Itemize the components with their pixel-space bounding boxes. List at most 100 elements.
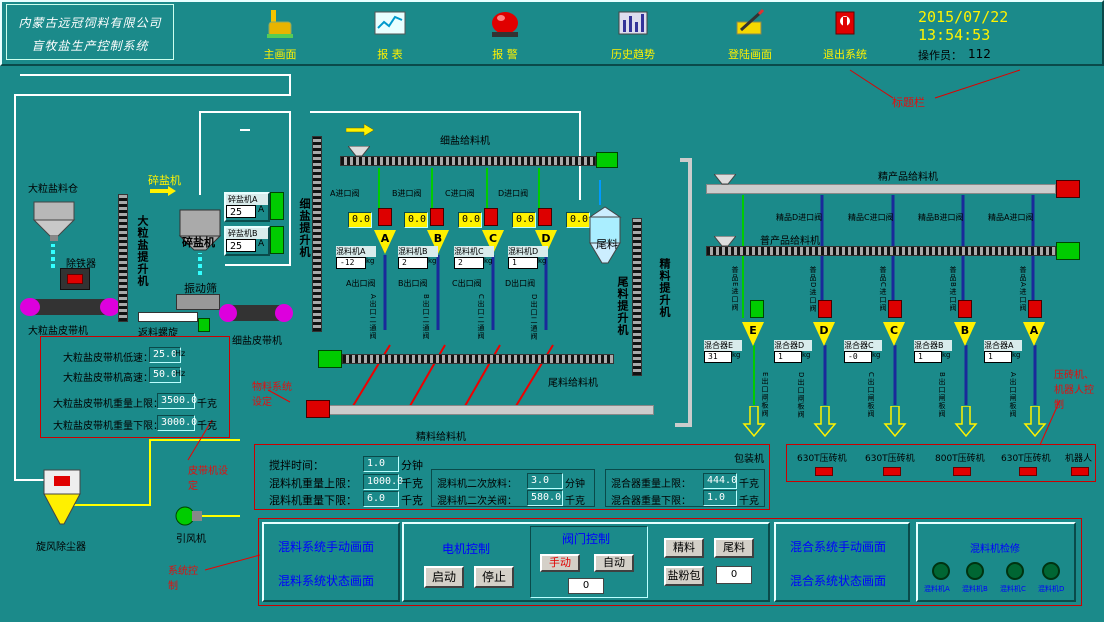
press-3-indicator[interactable] [953, 467, 971, 476]
belt-upper-value[interactable]: 3500.0 [157, 393, 197, 409]
outlet-b: B出口闸板阀 [938, 372, 946, 418]
check-a-indicator[interactable] [932, 562, 950, 580]
inlet-valve-b-label: B进口阀 [392, 189, 422, 198]
iron-remover [60, 268, 90, 290]
return-screw [138, 312, 198, 322]
blender-a-motor[interactable] [1028, 300, 1042, 318]
blender-c[interactable]: C [883, 322, 905, 346]
motor-b[interactable] [430, 208, 444, 226]
arrow-right-icon-2 [346, 124, 374, 136]
mixer-lower-value[interactable]: 6.0 [363, 491, 399, 507]
tail-feeder-conveyor [342, 354, 614, 364]
mixer-upper-value[interactable]: 1000.0 [363, 474, 403, 490]
salt-pack-button[interactable]: 盐粉包 [664, 566, 704, 586]
common-product-feeder-label: 普产品给料机 [760, 236, 820, 247]
outlet-d: D出口闸板阀 [797, 372, 805, 419]
outlet-valve-c-label: C出口阀 [452, 279, 482, 288]
blend-manual-link[interactable]: 混合系统手动画面 [790, 540, 887, 554]
mix-manual-link[interactable]: 混料系统手动画面 [278, 540, 375, 554]
blender-upper-value[interactable]: 444.0 [703, 473, 737, 489]
report-button[interactable]: 报 表 [360, 8, 420, 62]
fine-feeder-motor-2[interactable] [306, 400, 330, 418]
blender-lower-value[interactable]: 1.0 [703, 490, 737, 506]
crusher-a-motor[interactable] [270, 192, 284, 220]
feed-arrow-2 [198, 253, 202, 275]
fine-inlet-c: 精品C进口阀 [848, 213, 894, 222]
common-product-feeder [706, 246, 1056, 256]
auto-button[interactable]: 自动 [594, 554, 634, 572]
exit-system-button[interactable]: 退出系统 [810, 8, 880, 62]
tail-bin-label: 尾料 [596, 238, 618, 251]
crusher-b-motor[interactable] [270, 226, 284, 254]
low-speed-value[interactable]: 25.0 [149, 347, 181, 363]
mix-system-box [262, 522, 400, 602]
motor-c[interactable] [484, 208, 498, 226]
main-screen-button[interactable]: 主画面 [250, 8, 310, 62]
manual-button[interactable]: 手动 [540, 554, 580, 572]
crusher-a-current: 25 [226, 205, 256, 218]
company-name: 内蒙古远冠饲料有限公司 [18, 16, 162, 30]
blender-e[interactable]: E [742, 322, 764, 346]
press-4-indicator[interactable] [1019, 467, 1037, 476]
alarm-button[interactable]: 报 警 [475, 8, 535, 62]
fine-inlet-a: 精品A进口阀 [988, 213, 1034, 222]
motor-a[interactable] [378, 208, 392, 226]
blender-b[interactable]: B [954, 322, 976, 346]
check-c-label: 混料机C [1000, 585, 1026, 593]
press-2-indicator[interactable] [883, 467, 901, 476]
robot-indicator[interactable] [1071, 467, 1089, 476]
fine-salt-feeder-label: 细盐给料机 [440, 136, 490, 147]
second-feed-value[interactable]: 3.0 [527, 473, 563, 489]
report-chart-icon [374, 11, 406, 35]
screw-motor[interactable] [198, 318, 210, 332]
second-close-value[interactable]: 580.0 [527, 490, 563, 506]
blender-d[interactable]: D [813, 322, 835, 346]
mix-status-link[interactable]: 混料系统状态画面 [278, 574, 375, 588]
check-a-label: 混料机A [924, 585, 950, 593]
large-salt-belt-label: 大粒盐皮带机 [28, 326, 88, 337]
start-button[interactable]: 启动 [424, 566, 464, 588]
hopper-icon-2 [714, 174, 736, 185]
packer-label: 包装机 [734, 454, 764, 465]
outlet-valve-d-label: D出口阀 [505, 279, 536, 288]
fine-product-motor[interactable] [1056, 180, 1080, 198]
common-product-motor[interactable] [1056, 242, 1080, 260]
login-screen-button[interactable]: 登陆画面 [715, 8, 785, 62]
material-settings-panel: 搅拌时间： 1.0 分钟 混料机重量上限： 1000.0 千克 混料机重量下限：… [254, 444, 770, 510]
press-1-indicator[interactable] [815, 467, 833, 476]
blender-a[interactable]: A [1023, 322, 1045, 346]
mixer-check-box [916, 522, 1076, 602]
check-c-indicator[interactable] [1006, 562, 1024, 580]
title-bar-note: 标题栏 [892, 96, 925, 109]
time-display: 13:54:53 [918, 26, 991, 44]
stop-button[interactable]: 停止 [474, 566, 514, 588]
blender-d-motor[interactable] [818, 300, 832, 318]
blender-c-motor[interactable] [888, 300, 902, 318]
inlet-valve-c-label: C进口阀 [445, 189, 475, 198]
stir-time-value[interactable]: 1.0 [363, 456, 399, 472]
motor-control-label: 电机控制 [442, 542, 491, 556]
fine-feeder-motor[interactable] [596, 152, 618, 168]
return-screw-label: 返料螺旋 [138, 328, 178, 339]
fine-material-button[interactable]: 精料 [664, 538, 704, 558]
motor-d[interactable] [538, 208, 552, 226]
blender-e-motor[interactable] [750, 300, 764, 318]
blend-status-link[interactable]: 混合系统状态画面 [790, 574, 887, 588]
blender-b-motor[interactable] [958, 300, 972, 318]
mixer-a[interactable]: A [374, 230, 396, 254]
tail-elevator-label: 尾料提升机 [616, 276, 629, 336]
check-d-indicator[interactable] [1042, 562, 1060, 580]
tail-material-button[interactable]: 尾料 [714, 538, 754, 558]
outlet-valve-b-label: B出口阀 [398, 279, 428, 288]
check-b-indicator[interactable] [966, 562, 984, 580]
high-speed-value[interactable]: 50.0 [149, 367, 181, 383]
belt-lower-value[interactable]: 3000.0 [157, 415, 197, 431]
fan-label: 引风机 [176, 534, 206, 545]
readout-4: 0.0 [566, 212, 590, 228]
cyclone-label: 旋风除尘器 [36, 542, 86, 553]
motor-valve-box [402, 522, 770, 602]
tail-feeder-motor[interactable] [318, 350, 342, 368]
history-trend-button[interactable]: 历史趋势 [598, 8, 668, 62]
